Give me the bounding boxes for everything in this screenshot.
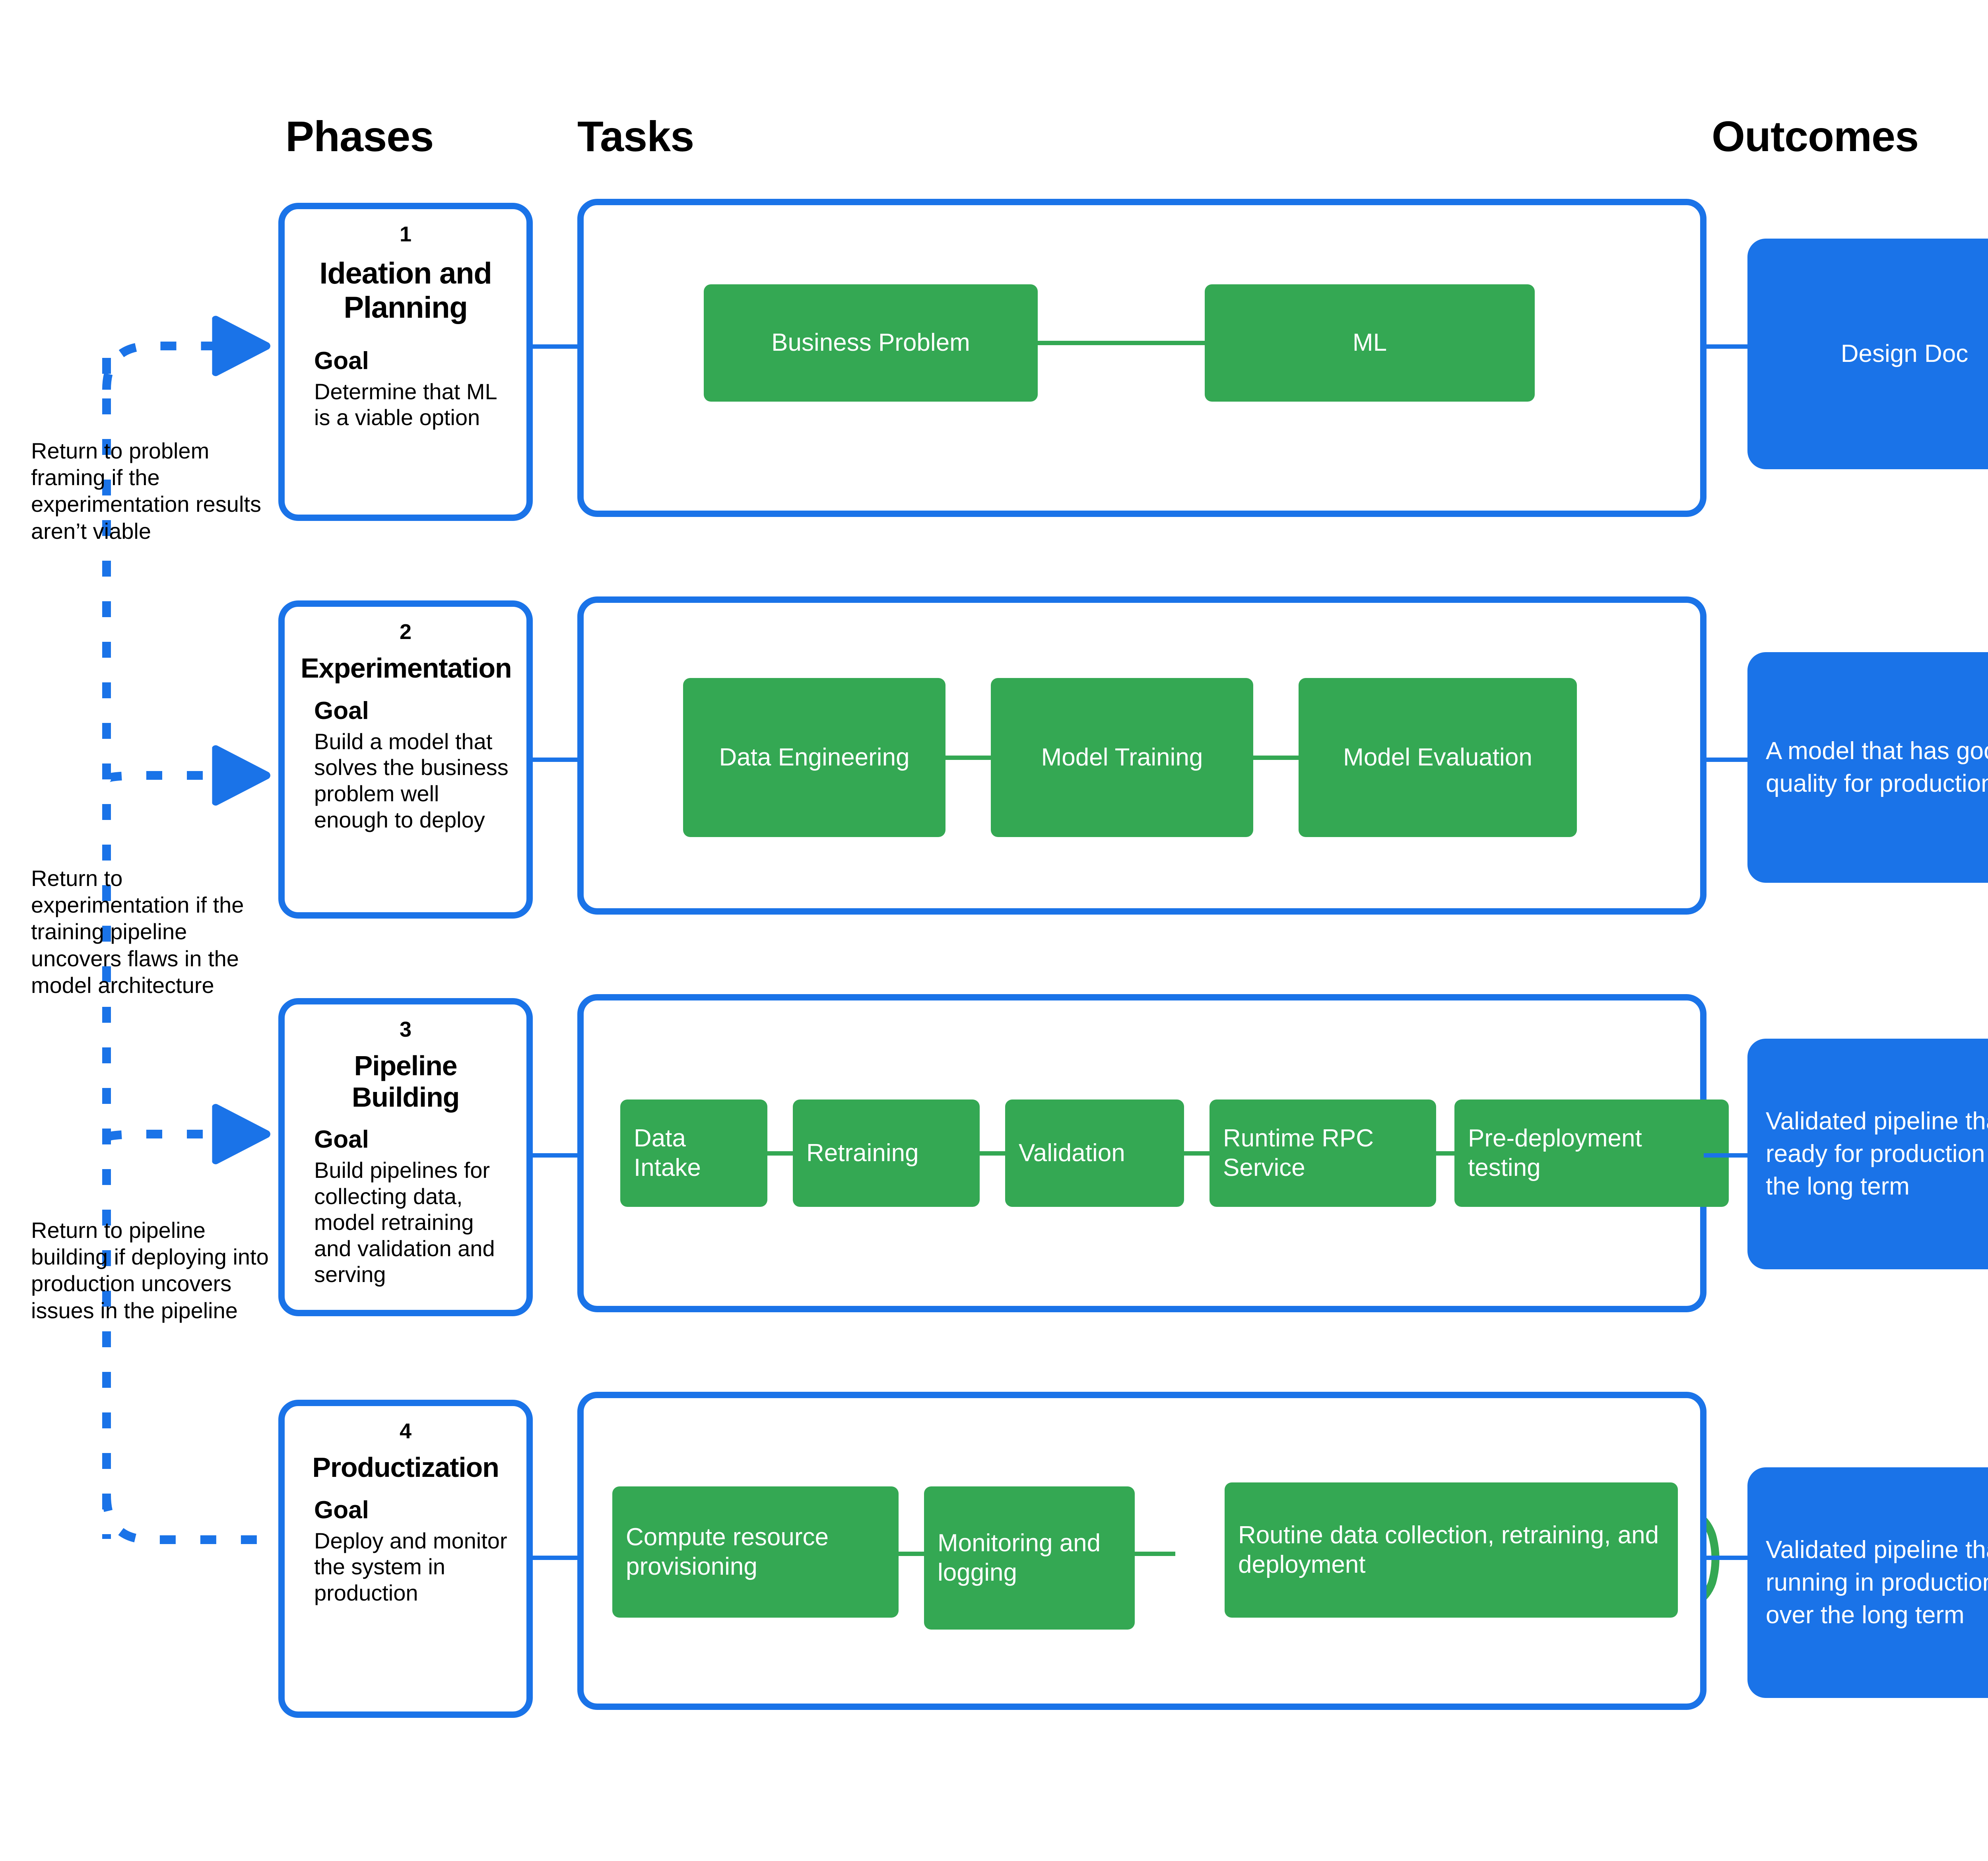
phase-number: 2	[399, 620, 412, 644]
column-header-outcomes: Outcomes	[1712, 112, 1919, 160]
connector-phase2-tasks	[533, 758, 580, 762]
goal-text: Determine that ML is a viable option	[314, 379, 497, 430]
connector-phase1-tasks	[533, 344, 580, 349]
phase-number: 4	[399, 1419, 412, 1443]
goal-label: Goal	[314, 697, 369, 725]
outcome-box-3[interactable]: Validated pipeline that’s ready for prod…	[1747, 1039, 1988, 1269]
goal-text: Build pipelines for collecting data, mod…	[314, 1158, 495, 1287]
task-connector-4b	[1132, 1552, 1175, 1556]
feedback-note-2: Return to experimentation if the trainin…	[31, 866, 244, 998]
column-header-tasks: Tasks	[577, 112, 694, 160]
outcome-box-4[interactable]: Validated pipeline that’s running in pro…	[1747, 1467, 1988, 1698]
task-box-data-engineering[interactable]: Data Engineering	[683, 678, 945, 837]
task-connector-3a	[764, 1151, 796, 1156]
connector-tasks4-outcome4	[1704, 1556, 1751, 1560]
phase-title: Experimentation	[301, 653, 512, 684]
phase-title: Productization	[312, 1452, 499, 1483]
task-box-retraining[interactable]: Retraining	[793, 1100, 980, 1207]
phase-title: Ideation and Planning	[319, 256, 492, 324]
task-box-model-evaluation[interactable]: Model Evaluation	[1299, 678, 1577, 837]
task-box-business-problem[interactable]: Business Problem	[704, 284, 1038, 402]
task-connector-3d	[1433, 1151, 1457, 1156]
task-box-validation[interactable]: Validation	[1005, 1100, 1184, 1207]
task-box-compute-resource-provisioning[interactable]: Compute resource provisioning	[612, 1486, 899, 1618]
phase-card-2[interactable]: 2 Experimentation Goal Build a model tha…	[278, 600, 533, 919]
feedback-note-1: Return to problem framing if the experim…	[31, 438, 261, 544]
task-box-data-intake[interactable]: Data Intake	[620, 1100, 767, 1207]
phase-card-4[interactable]: 4 Productization Goal Deploy and monitor…	[278, 1400, 533, 1718]
feedback-arrow-to-phase-3	[102, 1134, 223, 1138]
task-box-pre-deployment-testing[interactable]: Pre-deployment testing	[1454, 1100, 1729, 1207]
connector-tasks3-outcome3	[1704, 1153, 1751, 1158]
connector-tasks1-outcome1	[1704, 344, 1751, 349]
phase-card-3[interactable]: 3 Pipeline Building Goal Build pipelines…	[278, 998, 533, 1316]
outcome-box-2[interactable]: A model that has good quality for produc…	[1747, 652, 1988, 883]
task-connector-3b	[977, 1151, 1008, 1156]
task-box-runtime-rpc-service[interactable]: Runtime RPC Service	[1209, 1100, 1436, 1207]
task-connector-1	[1034, 341, 1209, 345]
column-header-phases: Phases	[285, 112, 434, 160]
connector-phase3-tasks	[533, 1153, 580, 1158]
connector-phase4-tasks	[533, 1556, 580, 1560]
outcome-box-1[interactable]: Design Doc	[1747, 239, 1988, 469]
goal-text: Build a model that solves the business p…	[314, 728, 509, 832]
tasks-container-1	[577, 199, 1706, 517]
feedback-arrow-from-phase-4	[102, 1495, 274, 1544]
goal-label: Goal	[314, 1126, 369, 1154]
connector-tasks2-outcome2	[1704, 758, 1751, 762]
goal-label: Goal	[314, 1496, 369, 1524]
goal-label: Goal	[314, 347, 369, 375]
task-box-ml[interactable]: ML	[1205, 284, 1535, 402]
task-connector-2a	[942, 756, 994, 760]
goal-text: Deploy and monitor the system in product…	[314, 1528, 507, 1605]
feedback-arrow-to-phase-1	[102, 346, 223, 390]
phase-title: Pipeline Building	[351, 1050, 460, 1113]
task-box-routine-data-collection[interactable]: Routine data collection, retraining, and…	[1225, 1482, 1678, 1618]
task-connector-3c	[1181, 1151, 1213, 1156]
task-box-model-training[interactable]: Model Training	[991, 678, 1253, 837]
task-connector-2b	[1250, 756, 1302, 760]
phase-card-1[interactable]: 1 Ideation and Planning Goal Determine t…	[278, 203, 533, 521]
task-connector-4a	[895, 1552, 927, 1556]
task-box-monitoring-and-logging[interactable]: Monitoring and logging	[924, 1486, 1135, 1630]
feedback-arrow-to-phase-2	[102, 775, 223, 779]
phase-number: 1	[399, 222, 412, 246]
phase-number: 3	[399, 1018, 412, 1041]
feedback-note-3: Return to pipeline building if deploying…	[31, 1218, 269, 1323]
